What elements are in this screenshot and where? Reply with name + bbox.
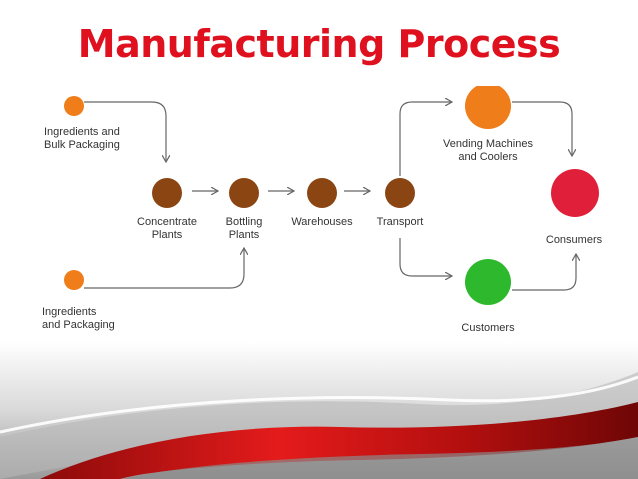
transport-label: Transport	[376, 216, 424, 228]
ingredients-packaging-label: Ingredients and Packaging	[42, 306, 115, 331]
bottling-plants-node	[229, 178, 259, 208]
concentrate-plants-label: Concentrate Plants	[137, 216, 197, 241]
arrow-transport-to-vending	[399, 102, 452, 176]
concentrate-plants-node	[152, 178, 182, 208]
ingredients-bulk-label: Ingredients and Bulk Packaging	[44, 126, 120, 151]
arrow-transport-to-customers	[399, 238, 452, 276]
bottling-plants-label: Bottling Plants	[225, 216, 263, 241]
arrow-packaging-to-bottling	[84, 248, 244, 289]
ingredients-packaging-node	[64, 270, 84, 290]
vending-machines-node	[465, 83, 511, 129]
process-diagram: Ingredients and Bulk Packaging Ingredien…	[32, 83, 606, 342]
consumers-label: Consumers	[545, 234, 603, 246]
diagram-connectors	[64, 83, 599, 305]
warehouses-node	[307, 178, 337, 208]
arrow-customers-to-consumers	[512, 254, 576, 291]
consumers-node	[551, 169, 599, 217]
arrow-bulk-to-concentrate	[84, 101, 166, 162]
warehouses-label: Warehouses	[291, 216, 353, 228]
ingredients-bulk-node	[64, 96, 84, 116]
vending-machines-label: Vending Machines and Coolers	[443, 138, 533, 163]
page-title: Manufacturing Process	[77, 22, 561, 66]
transport-node	[385, 178, 415, 208]
arrow-vending-to-consumers	[512, 101, 572, 156]
decorative-wave-band	[0, 342, 638, 479]
customers-label: Customers	[461, 322, 515, 334]
customers-node	[465, 259, 511, 305]
